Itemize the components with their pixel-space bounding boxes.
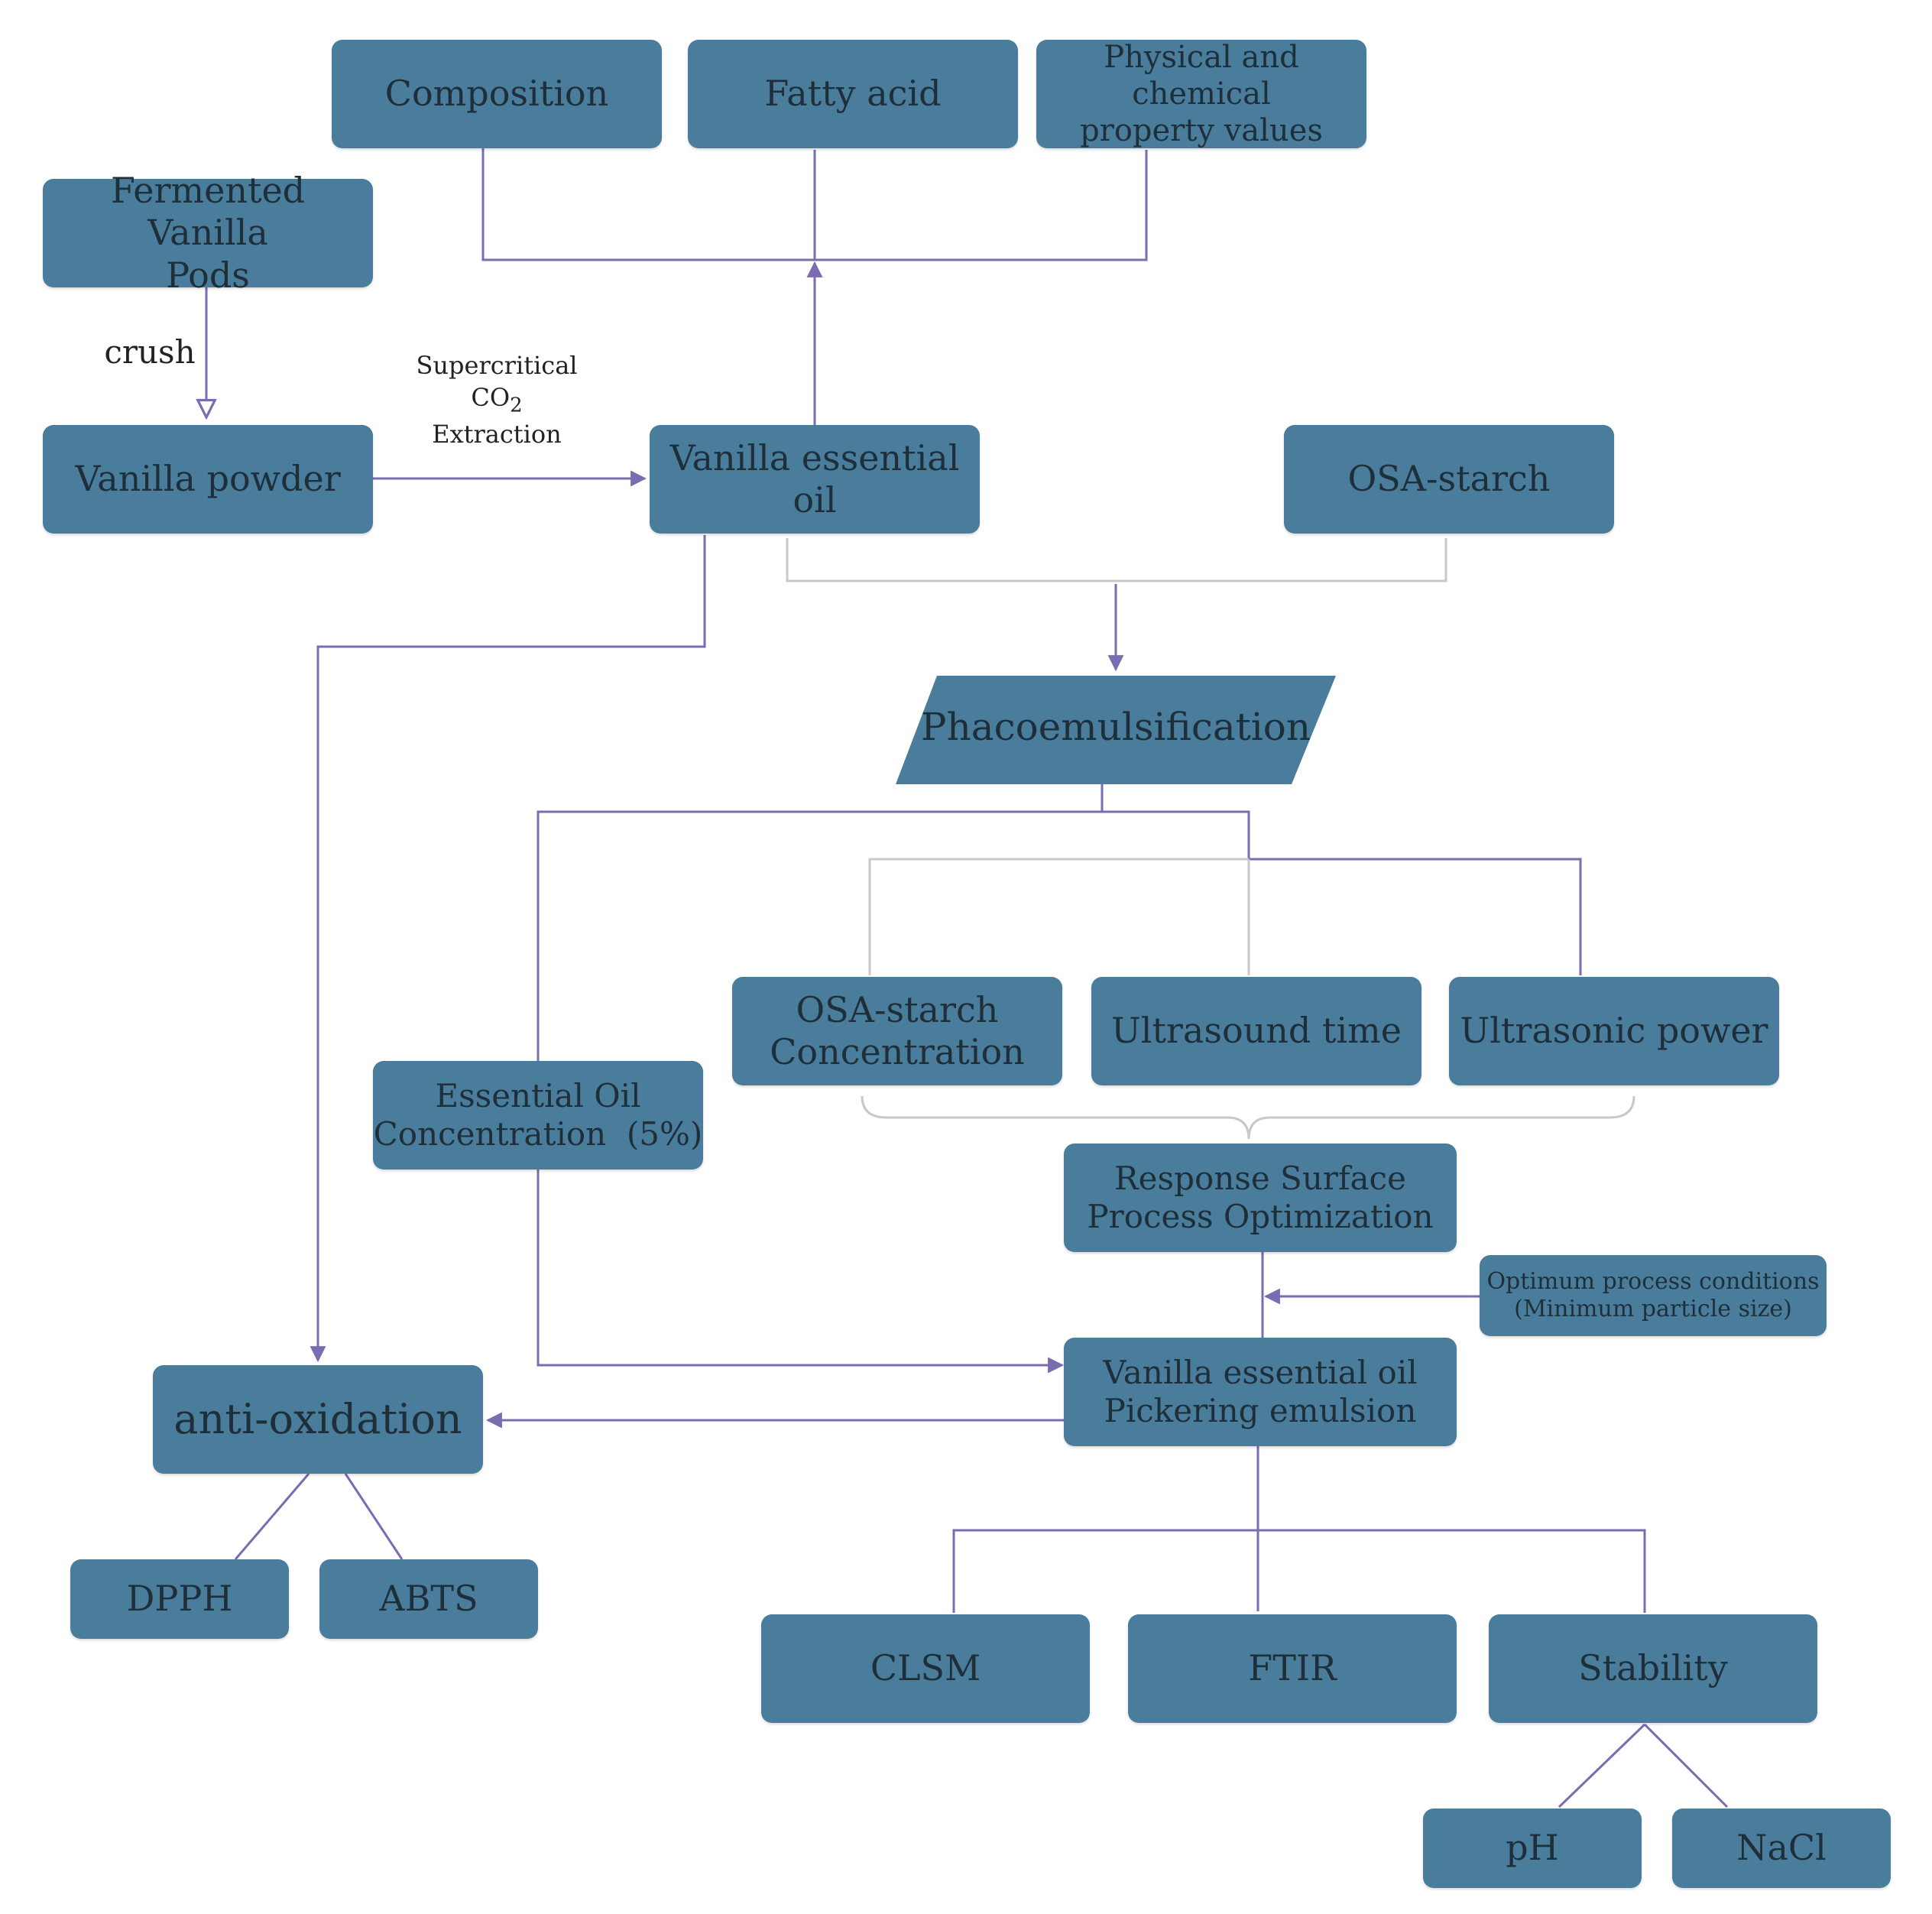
connector-phaco-split: [536, 783, 1104, 1064]
node-ultrasound-time: Ultrasound time: [1091, 977, 1421, 1085]
node-anti-oxidation: anti-oxidation: [153, 1365, 483, 1474]
node-composition: Composition: [332, 40, 662, 148]
node-vanilla-powder: Vanilla powder: [43, 425, 373, 534]
node-clsm: CLSM: [761, 1614, 1090, 1723]
label-co2: CO2: [397, 382, 596, 419]
brace-factors: [861, 1095, 1635, 1140]
phaco-shape: [896, 676, 1336, 784]
node-vanilla-oil: Vanilla essential oil: [650, 425, 980, 534]
node-fermented-pods: Fermented Vanilla Pods: [43, 170, 373, 296]
node-fatty-acid: Fatty acid: [688, 40, 1018, 148]
node-osa-concentration: OSA-starch Concentration: [732, 977, 1062, 1085]
node-ph: pH: [1423, 1809, 1642, 1888]
label-extraction: Extraction: [432, 419, 562, 449]
node-physical-chemical: Physical and chemical property values: [1036, 40, 1366, 148]
node-ultrasonic-power: Ultrasonic power: [1449, 977, 1779, 1085]
node-ftir: FTIR: [1128, 1614, 1457, 1723]
connector-nacl: [1643, 1723, 1729, 1809]
label-supercritical-line1: Supercritical: [416, 351, 578, 380]
node-optimum-conditions: Optimum process conditions (Minimum part…: [1480, 1255, 1827, 1336]
node-dpph: DPPH: [70, 1559, 289, 1639]
arrow-oil-to-antioxidation: [310, 535, 706, 1363]
connector-abts: [344, 1473, 404, 1560]
connector-char-bar: [952, 1529, 1646, 1613]
node-pickering-emulsion: Vanilla essential oil Pickering emulsion: [1064, 1338, 1457, 1446]
node-response-surface: Response Surface Process Optimization: [1064, 1144, 1457, 1252]
label-crush: crush: [104, 333, 196, 371]
node-phacoemulsification: Phacoemulsification: [920, 705, 1311, 749]
arrow-eoc-to-pickering: [536, 1169, 1065, 1374]
label-co2-text: CO: [471, 382, 511, 412]
node-osa-starch: OSA-starch: [1284, 425, 1614, 534]
connector-oil-osa: [786, 538, 1447, 582]
connector-dpph: [234, 1473, 310, 1560]
node-abts: ABTS: [319, 1559, 538, 1639]
label-co2-sub: 2: [510, 393, 523, 417]
node-essential-oil-concentration: Essential Oil Concentration (5%): [373, 1061, 703, 1169]
connector-factor-left: [868, 858, 1249, 975]
connector-phaco-right: [1102, 810, 1582, 975]
node-stability: Stability: [1489, 1614, 1817, 1723]
connector-ph: [1558, 1723, 1646, 1809]
label-supercritical: Supercritical CO2 Extraction: [397, 350, 596, 450]
node-nacl: NaCl: [1672, 1809, 1891, 1888]
